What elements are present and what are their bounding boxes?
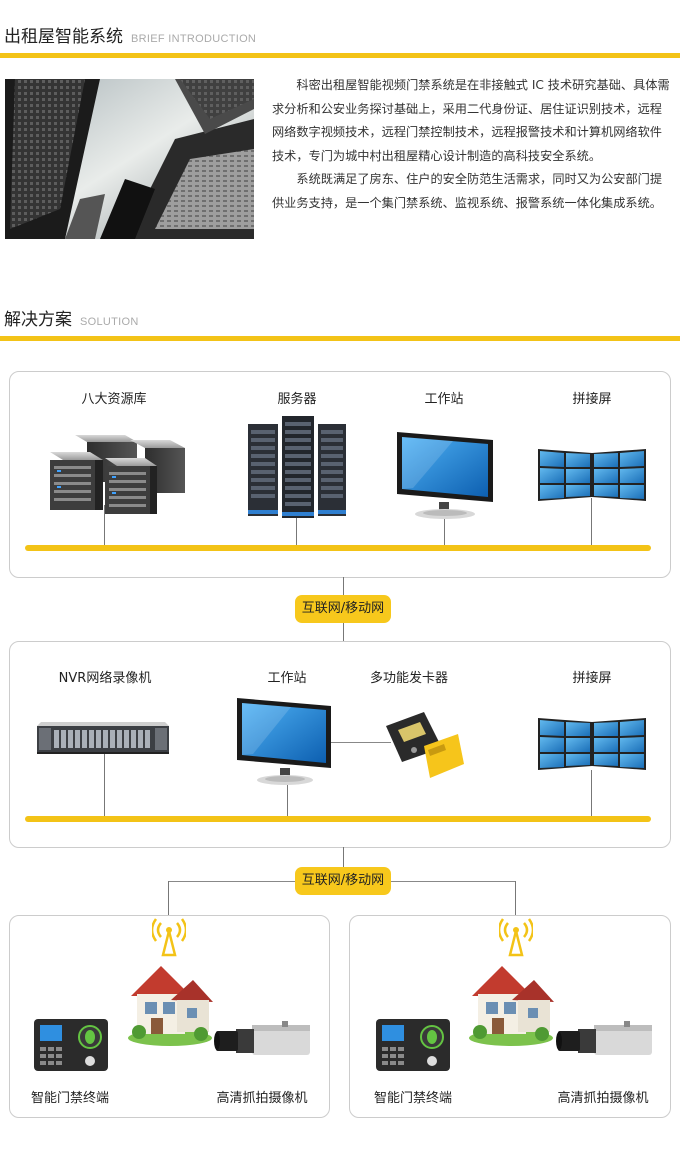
access-terminal-icon-left [34, 1019, 108, 1075]
connector-wall-top [591, 498, 592, 547]
network-link-1-upper [343, 577, 344, 595]
connector-card-issuer [331, 742, 391, 743]
label-video-wall-mid: 拼接屏 [572, 671, 612, 686]
label-access-terminal-left: 智能门禁终端 [30, 1091, 110, 1106]
intro-paragraph-2: 系统既满足了房东、住户的安全防范生活需求，同时又为公安部门提供业务支持，是一个集… [272, 172, 663, 210]
signal-antenna-icon-right [497, 917, 535, 961]
solution-heading: 解决方案 SOLUTION [4, 305, 139, 330]
label-card-issuer: 多功能发卡器 [369, 671, 449, 686]
solution-divider [0, 336, 680, 341]
camera-icon-right [554, 1021, 654, 1065]
label-nvr: NVR网络录像机 [58, 671, 152, 686]
card-issuer-icon [384, 712, 466, 784]
label-access-terminal-right: 智能门禁终端 [373, 1091, 453, 1106]
intro-title: 出租屋智能系统 [4, 27, 123, 47]
access-terminal-icon-right [376, 1019, 450, 1075]
network-badge-1: 互联网/移动网 [295, 595, 391, 623]
solution-title: 解决方案 [4, 310, 72, 330]
intro-paragraph-1: 科密出租屋智能视频门禁系统是在非接触式 IC 技术研究基础、具体需求分析和公安业… [272, 78, 670, 163]
intro-divider [0, 53, 680, 58]
label-server: 服务器 [277, 392, 317, 407]
video-wall-icon-top [538, 447, 646, 507]
video-wall-icon-mid [538, 716, 646, 776]
label-resource-db: 八大资源库 [81, 392, 147, 407]
branch-left-horizontal [168, 881, 295, 882]
connector-nvr [104, 752, 105, 816]
nvr-icon [37, 722, 169, 758]
rack-server-icon [248, 414, 346, 523]
network-link-1-lower [343, 623, 344, 642]
server-stack-icon [45, 430, 195, 524]
intro-heading: 出租屋智能系统 BRIEF INTRODUCTION [4, 22, 256, 47]
label-workstation-mid: 工作站 [267, 671, 307, 686]
signal-antenna-icon-left [150, 917, 188, 961]
label-video-wall-top: 拼接屏 [572, 392, 612, 407]
branch-right-vertical [515, 881, 516, 916]
network-link-2-upper [343, 847, 344, 867]
connector-workstation-top [444, 512, 445, 547]
intro-text: 科密出租屋智能视频门禁系统是在非接触式 IC 技术研究基础、具体需求分析和公安业… [272, 74, 670, 216]
connector-wall-mid [591, 770, 592, 816]
house-icon-right [468, 960, 554, 1050]
intro-subtitle: BRIEF INTRODUCTION [131, 33, 257, 45]
monitor-icon-top [393, 430, 501, 526]
branch-right-horizontal [391, 881, 516, 882]
branch-left-vertical [168, 881, 169, 916]
monitor-icon-mid [235, 696, 337, 792]
network-badge-2: 互联网/移动网 [295, 867, 391, 895]
connector-db [104, 505, 105, 547]
house-icon-left [127, 960, 213, 1050]
camera-icon-left [212, 1021, 312, 1065]
middle-bus-bar [25, 816, 651, 822]
connector-server [296, 515, 297, 547]
label-workstation-top: 工作站 [424, 392, 464, 407]
buildings-photo [5, 79, 254, 239]
top-bus-bar [25, 545, 651, 551]
label-camera-right: 高清抓拍摄像机 [557, 1091, 649, 1106]
solution-subtitle: SOLUTION [80, 316, 139, 328]
connector-workstation-mid [287, 785, 288, 816]
label-camera-left: 高清抓拍摄像机 [216, 1091, 308, 1106]
